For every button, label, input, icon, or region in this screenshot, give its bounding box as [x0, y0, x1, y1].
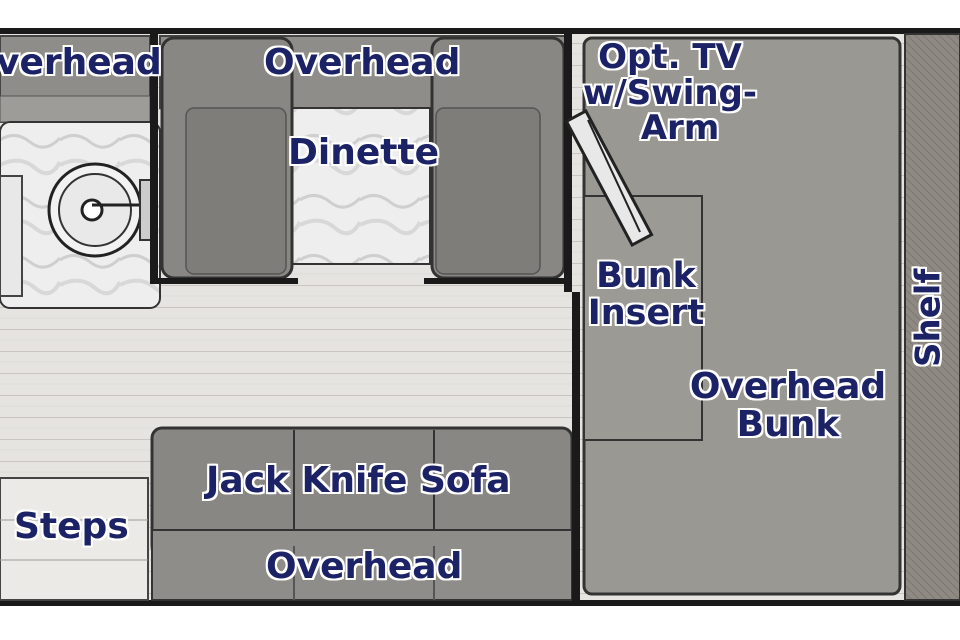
label-opt-tv-line2: w/Swing-: [582, 72, 758, 113]
label-overhead-bottom: Overhead: [266, 546, 463, 587]
label-bunk-insert-line1: Bunk: [596, 256, 696, 296]
label-dinette: Dinette: [288, 132, 440, 173]
label-overhead-dinette: Overhead: [264, 42, 461, 83]
label-opt-tv: Opt. TV w/Swing- Arm: [580, 37, 760, 149]
label-overhead-bunk-line1: Overhead: [689, 366, 887, 407]
label-jack-knife-sofa: Jack Knife Sofa: [206, 460, 511, 501]
dinette-table: [291, 107, 431, 265]
shelf: [904, 33, 960, 601]
label-overhead-left: verhead: [0, 42, 162, 83]
label-bunk-insert-line2: Insert: [587, 292, 705, 333]
tv-swing-arm-icon: [564, 109, 654, 247]
label-bunk-insert: Bunk Insert: [578, 258, 714, 332]
label-shelf: Shelf: [908, 268, 949, 367]
top-wall: [0, 28, 960, 34]
bottom-wall: [0, 600, 960, 606]
overhead-cabinet-bottom: [151, 529, 573, 601]
sink-drain: [80, 198, 104, 222]
label-steps: Steps: [14, 506, 129, 547]
label-opt-tv-line1: Opt. TV: [598, 37, 742, 77]
label-overhead-bunk: Overhead Bunk: [686, 368, 890, 444]
entry-steps: [0, 477, 149, 601]
stove-edge: [0, 175, 23, 297]
label-opt-tv-line3: Arm: [640, 108, 720, 149]
label-overhead-bunk-line2: Bunk: [736, 403, 840, 445]
